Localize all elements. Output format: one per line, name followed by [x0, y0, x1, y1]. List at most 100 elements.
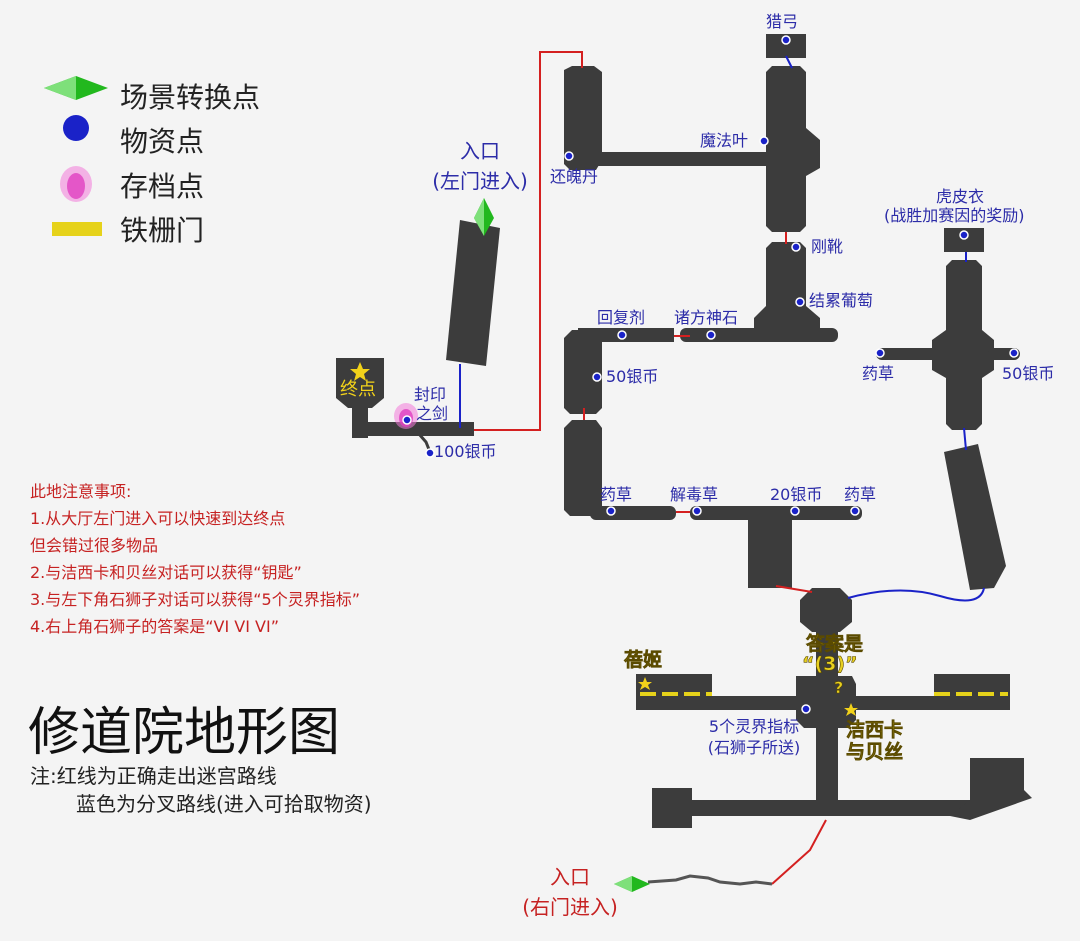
- corridor-hub-east: [852, 696, 940, 710]
- room-left-entrance: [446, 220, 500, 366]
- corridor-bottom: [690, 800, 980, 816]
- room-right-cross: [932, 260, 994, 430]
- star-icon-beiji: [638, 677, 652, 690]
- room-grapes: [754, 242, 820, 330]
- end-point-label: 终点: [340, 379, 376, 400]
- answer-question-label: ?: [834, 678, 844, 697]
- entrance-right-label: 入口: [550, 865, 590, 889]
- subtitle-blue-route: 蓝色为分叉路线(进入可拾取物资): [76, 792, 372, 816]
- room-bottom-right: [950, 758, 1032, 820]
- note-line: 此地注意事项:: [30, 482, 132, 501]
- answer-label: 答案是: [806, 633, 864, 655]
- seal-sword-label-2: 之剑: [416, 404, 449, 423]
- answer-value-label: “(3)”: [802, 653, 858, 675]
- supply-dot-revival: [564, 151, 574, 161]
- star-icon-end: [350, 362, 370, 381]
- room-magic: [766, 66, 820, 232]
- grapes-label: 结累葡萄: [809, 291, 874, 310]
- room-hub-top: [800, 588, 852, 632]
- legend-supply-icon: [63, 115, 89, 141]
- rooms: [336, 34, 1032, 828]
- supply-dot-50-silver-right: [1009, 348, 1019, 358]
- supply-dot-magic-leaf: [759, 136, 769, 146]
- note-line: 但会错过很多物品: [30, 536, 159, 555]
- room-hub: [796, 676, 856, 728]
- supply-dot-herb-right: [875, 348, 885, 358]
- star-icon-jessica: [844, 703, 858, 716]
- supply-dot-boots: [791, 242, 801, 252]
- supply-dot-50-silver-left: [592, 372, 602, 382]
- room-left-mid: [564, 330, 602, 414]
- supply-dot-20-silver: [790, 506, 800, 516]
- tiger-coat-sub-label: (战胜加赛因的奖励): [884, 206, 1025, 225]
- stars: [350, 362, 858, 716]
- map-title: 修道院地形图: [28, 703, 341, 763]
- herb-right-label: 药草: [862, 364, 895, 383]
- room-hub-stem: [816, 628, 838, 676]
- room-stem-low: [748, 516, 792, 588]
- supply-dot-divine: [706, 330, 716, 340]
- silver-50-right-label: 50银币: [1002, 364, 1055, 383]
- recovery-label: 回复剂: [597, 308, 646, 327]
- legend-supply-label: 物资点: [120, 125, 205, 158]
- silver-20-label: 20银币: [770, 485, 823, 504]
- supply-dot-100-silver: [425, 448, 435, 458]
- magic-leaf-label: 魔法叶: [700, 131, 749, 150]
- legend-transfer-label: 场景转换点: [120, 81, 261, 114]
- antidote-label: 解毒草: [670, 485, 719, 504]
- beiji-label: 蓓姬: [624, 649, 663, 671]
- supply-dot-recovery: [617, 330, 627, 340]
- silver-100-label: 100银币: [434, 442, 497, 461]
- room-top-left: [564, 66, 602, 170]
- herb-2-label: 药草: [844, 485, 877, 504]
- jessica-sub-label: 与贝丝: [846, 741, 904, 763]
- seal-sword-label: 封印: [414, 385, 447, 404]
- legend-gate-label: 铁栅门: [120, 214, 205, 247]
- spirit-marker-label: 5个灵界指标: [708, 717, 800, 736]
- legend-save-label: 存档点: [120, 170, 205, 203]
- supply-dots: [402, 35, 1019, 714]
- note-line: 2.与洁西卡和贝丝对话可以获得“钥匙”: [30, 563, 302, 582]
- supply-dot-herb-1: [606, 506, 616, 516]
- supply-dot-antidote: [692, 506, 702, 516]
- note-line: 1.从大厅左门进入可以快速到达终点: [30, 509, 286, 528]
- supply-dot-spirit-marker: [801, 704, 811, 714]
- transfer-icon-left-entrance[interactable]: [474, 198, 494, 236]
- room-right-long: [944, 444, 1006, 590]
- room-hub-low-stem: [816, 726, 838, 804]
- legend-transfer-icon: [44, 76, 108, 100]
- legend-gate-icon: [52, 222, 102, 236]
- herb-1-label: 药草: [600, 485, 633, 504]
- revival-pill-label: 还魄丹: [550, 167, 599, 186]
- bottom-entrance-path: [647, 874, 773, 886]
- tiger-coat-label: 虎皮衣: [936, 187, 985, 206]
- room-bottom-left: [652, 788, 692, 828]
- jessica-label: 洁西卡: [846, 719, 904, 741]
- entrance-left-label: 入口: [460, 139, 500, 163]
- corridor-antidote: [690, 506, 862, 520]
- supply-dot-grapes: [795, 297, 805, 307]
- corridor-herb: [590, 506, 676, 520]
- hunting-bow-label: 猎弓: [766, 12, 799, 31]
- silver-50-left-label: 50银币: [606, 367, 659, 386]
- corridor-right-west: [876, 348, 940, 360]
- note-line: 4.右上角石狮子的答案是“VI VI VI”: [30, 617, 280, 636]
- room-end: [336, 358, 384, 408]
- supply-dot-herb-2: [850, 506, 860, 516]
- iron-boots-label: 刚靴: [811, 237, 844, 256]
- transfer-icon-right-entrance[interactable]: [614, 876, 650, 892]
- note-line: 3.与左下角石狮子对话可以获得“5个灵界指标”: [30, 590, 361, 609]
- room-left-low: [564, 420, 602, 516]
- entrance-right-sub-label: (右门进入): [522, 895, 618, 919]
- corridor-hub-west: [690, 696, 800, 710]
- routes: [459, 51, 985, 885]
- corridor-divine: [680, 328, 838, 342]
- corridor-top: [590, 152, 772, 166]
- supply-dot-tiger: [959, 230, 969, 240]
- divine-stone-label: 诸方神石: [674, 308, 739, 327]
- spirit-marker-sub-label: (石狮子所送): [707, 738, 801, 757]
- legend-save-icon: [60, 166, 92, 202]
- supply-dot-bow: [781, 35, 791, 45]
- subtitle-red-route: 注:红线为正确走出迷宫路线: [30, 764, 277, 788]
